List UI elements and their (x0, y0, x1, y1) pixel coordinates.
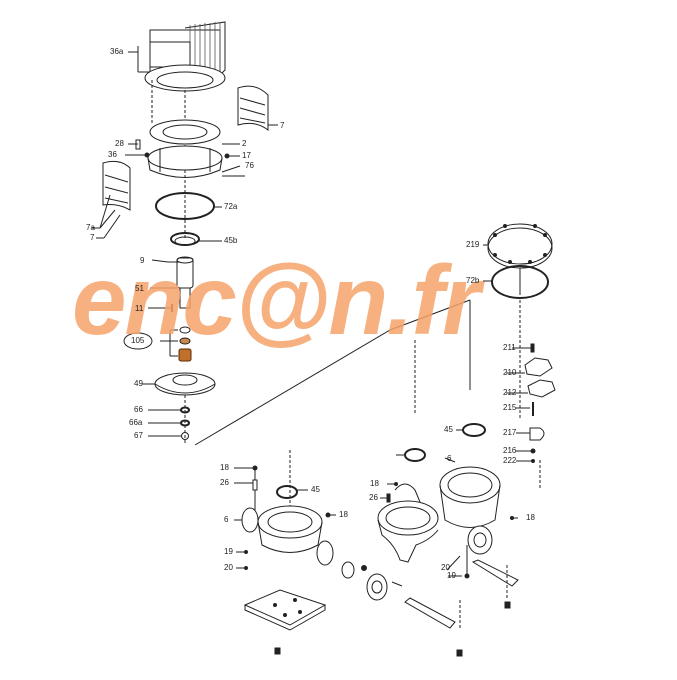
part-label-217: 217 (503, 428, 517, 437)
part-label-45b: 45b (224, 236, 238, 245)
part-label-20: 20 (441, 563, 450, 572)
part-label-49: 49 (134, 379, 143, 388)
part-label-210: 210 (503, 368, 517, 377)
part-label-9: 9 (140, 256, 145, 265)
part-label-219: 219 (466, 240, 480, 249)
part-label-51: 51 (135, 284, 144, 293)
twin-pump-casing (377, 466, 501, 563)
part-label-105: 105 (131, 336, 145, 345)
part-label-20: 20 (224, 563, 233, 572)
part-label-18: 18 (220, 463, 229, 472)
part-label-7a: 7a (86, 223, 95, 232)
part-label-2: 2 (242, 139, 247, 148)
part-label-28: 28 (115, 139, 124, 148)
part-label-72b: 72b (466, 276, 480, 285)
part-label-222: 222 (503, 456, 517, 465)
part-label-215: 215 (503, 403, 517, 412)
part-label-6: 6 (224, 515, 229, 524)
part-label-7: 7 (280, 121, 285, 130)
part-label-45: 45 (444, 425, 453, 434)
part-label-11: 11 (135, 304, 144, 313)
part-label-18: 18 (526, 513, 535, 522)
part-label-18: 18 (339, 510, 348, 519)
part-label-45: 45 (311, 485, 320, 494)
part-label-72a: 72a (224, 202, 238, 211)
part-label-212: 212 (503, 388, 517, 397)
part-label-26: 26 (220, 478, 229, 487)
part-label-19: 19 (224, 547, 233, 556)
part-label-216: 216 (503, 446, 517, 455)
part-label-76: 76 (245, 161, 254, 170)
part-label-36: 36 (108, 150, 117, 159)
part-label-26: 26 (369, 493, 378, 502)
part-label-6: 6 (447, 454, 452, 463)
part-label-66: 66 (134, 405, 143, 414)
part-label-7: 7 (90, 233, 95, 242)
motor-part (144, 21, 226, 92)
part-label-66a: 66a (129, 418, 143, 427)
part-label-18: 18 (370, 479, 379, 488)
part-label-36a: 36a (110, 47, 124, 56)
part-label-17: 17 (242, 151, 251, 160)
watermark: enc@n.fr (72, 245, 480, 355)
part-label-67: 67 (134, 431, 143, 440)
part-label-211: 211 (503, 343, 516, 352)
part-label-19: 19 (447, 571, 456, 580)
